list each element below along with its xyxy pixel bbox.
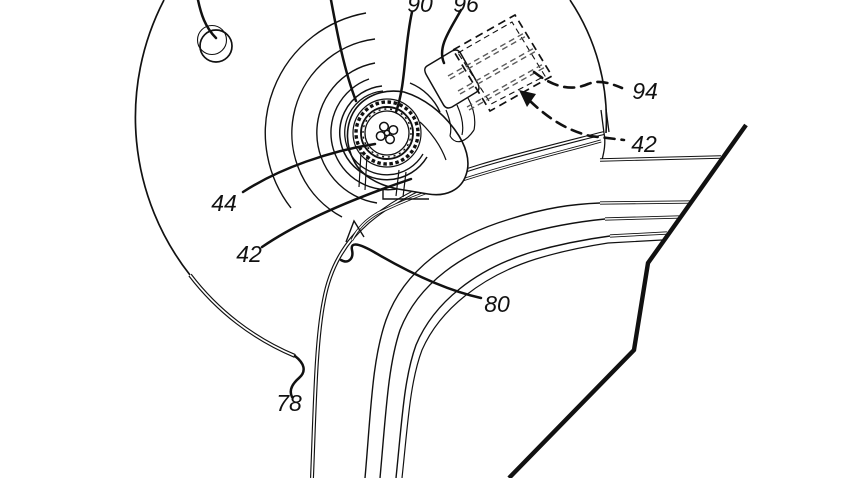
panel-contour-3-right-core [604,216,680,220]
lock-washer-ring [352,98,422,168]
reference-labels: 90 96 94 42 44 42 80 78 [211,0,658,416]
leader-96 [440,8,463,65]
leader-94-dashed [532,70,624,90]
bracket-arm-inner-line [419,121,447,161]
boot-strain-line-3 [467,97,476,131]
ref-label-90: 90 [407,0,433,17]
panel-contour-4 [395,232,668,478]
leader-78 [289,354,305,399]
wire-pair-2 [457,46,539,95]
panel-contour-2-right-core [599,201,692,204]
leader-80 [339,243,483,300]
body-panel [310,108,748,478]
recess-lobe-2 [378,121,390,132]
panel-notch [345,219,365,243]
panel-contour-1-core [599,156,722,161]
connector-housing-inner-dashed [457,21,546,105]
panel-edge-core [311,132,605,478]
boot-strain-line-1 [445,109,452,137]
ref-label-78: 78 [276,390,302,416]
leader-42-right-arrowhead [519,90,536,107]
boot-strain-arc [449,129,475,143]
panel-contour-2 [364,201,692,478]
disc-rim-upper [134,0,191,276]
leader-cutoff-hole [196,0,218,40]
ref-label-96: 96 [453,0,479,17]
leader-lines [196,0,626,399]
connector-housing-dashed [451,13,554,113]
fastener-hub [339,85,428,181]
disc-component [134,0,608,358]
screw-head-outer [360,106,414,160]
screw-head-serrations [362,108,412,158]
panel-corner-joint [600,108,610,134]
disc-rim-lower-core [189,274,296,357]
panel-contour-4-right-core [609,232,668,237]
panel-contour-5 [401,239,663,478]
recess-lobe-1 [388,124,399,136]
ref-label-44: 44 [211,190,237,216]
panel-contour-3 [379,216,680,478]
leader-42-right-dashed [528,99,626,142]
bracket-arm-step [382,189,429,200]
phillips-recess [375,121,399,145]
boot-strain-line-2 [456,104,464,136]
boss-arc-4 [330,78,403,191]
recess-lobe-4 [384,134,396,145]
pilot-hole-chamfer [196,24,228,56]
ref-label-42-left: 42 [236,241,262,267]
leader-cutoff-hub [329,0,358,103]
hub-collar-outer [339,85,428,181]
leader-42-left [260,177,413,249]
boss-arc-outer [264,12,367,209]
panel-corner-link [601,132,606,161]
ref-label-80: 80 [484,291,510,317]
hub-collar-inner [344,90,424,176]
disc-rim-lower-double [188,273,296,358]
bracket-arm-outline [346,90,469,196]
panel-opening-thick-edge [507,123,748,478]
leader-44 [241,142,377,194]
ref-label-94: 94 [632,78,658,104]
recess-center [383,129,391,137]
lock-washer-knurl [354,100,420,166]
boss-arc-3 [316,62,378,204]
disc-inner-right-arc [569,0,608,134]
recess-lobe-3 [375,130,386,142]
boss-arc-right [409,82,441,113]
leader-90 [394,10,414,114]
wire-pair-1 [447,31,529,80]
ref-label-42-right: 42 [631,131,657,157]
screw-head-inner [364,110,410,156]
pilot-hole [199,29,233,63]
